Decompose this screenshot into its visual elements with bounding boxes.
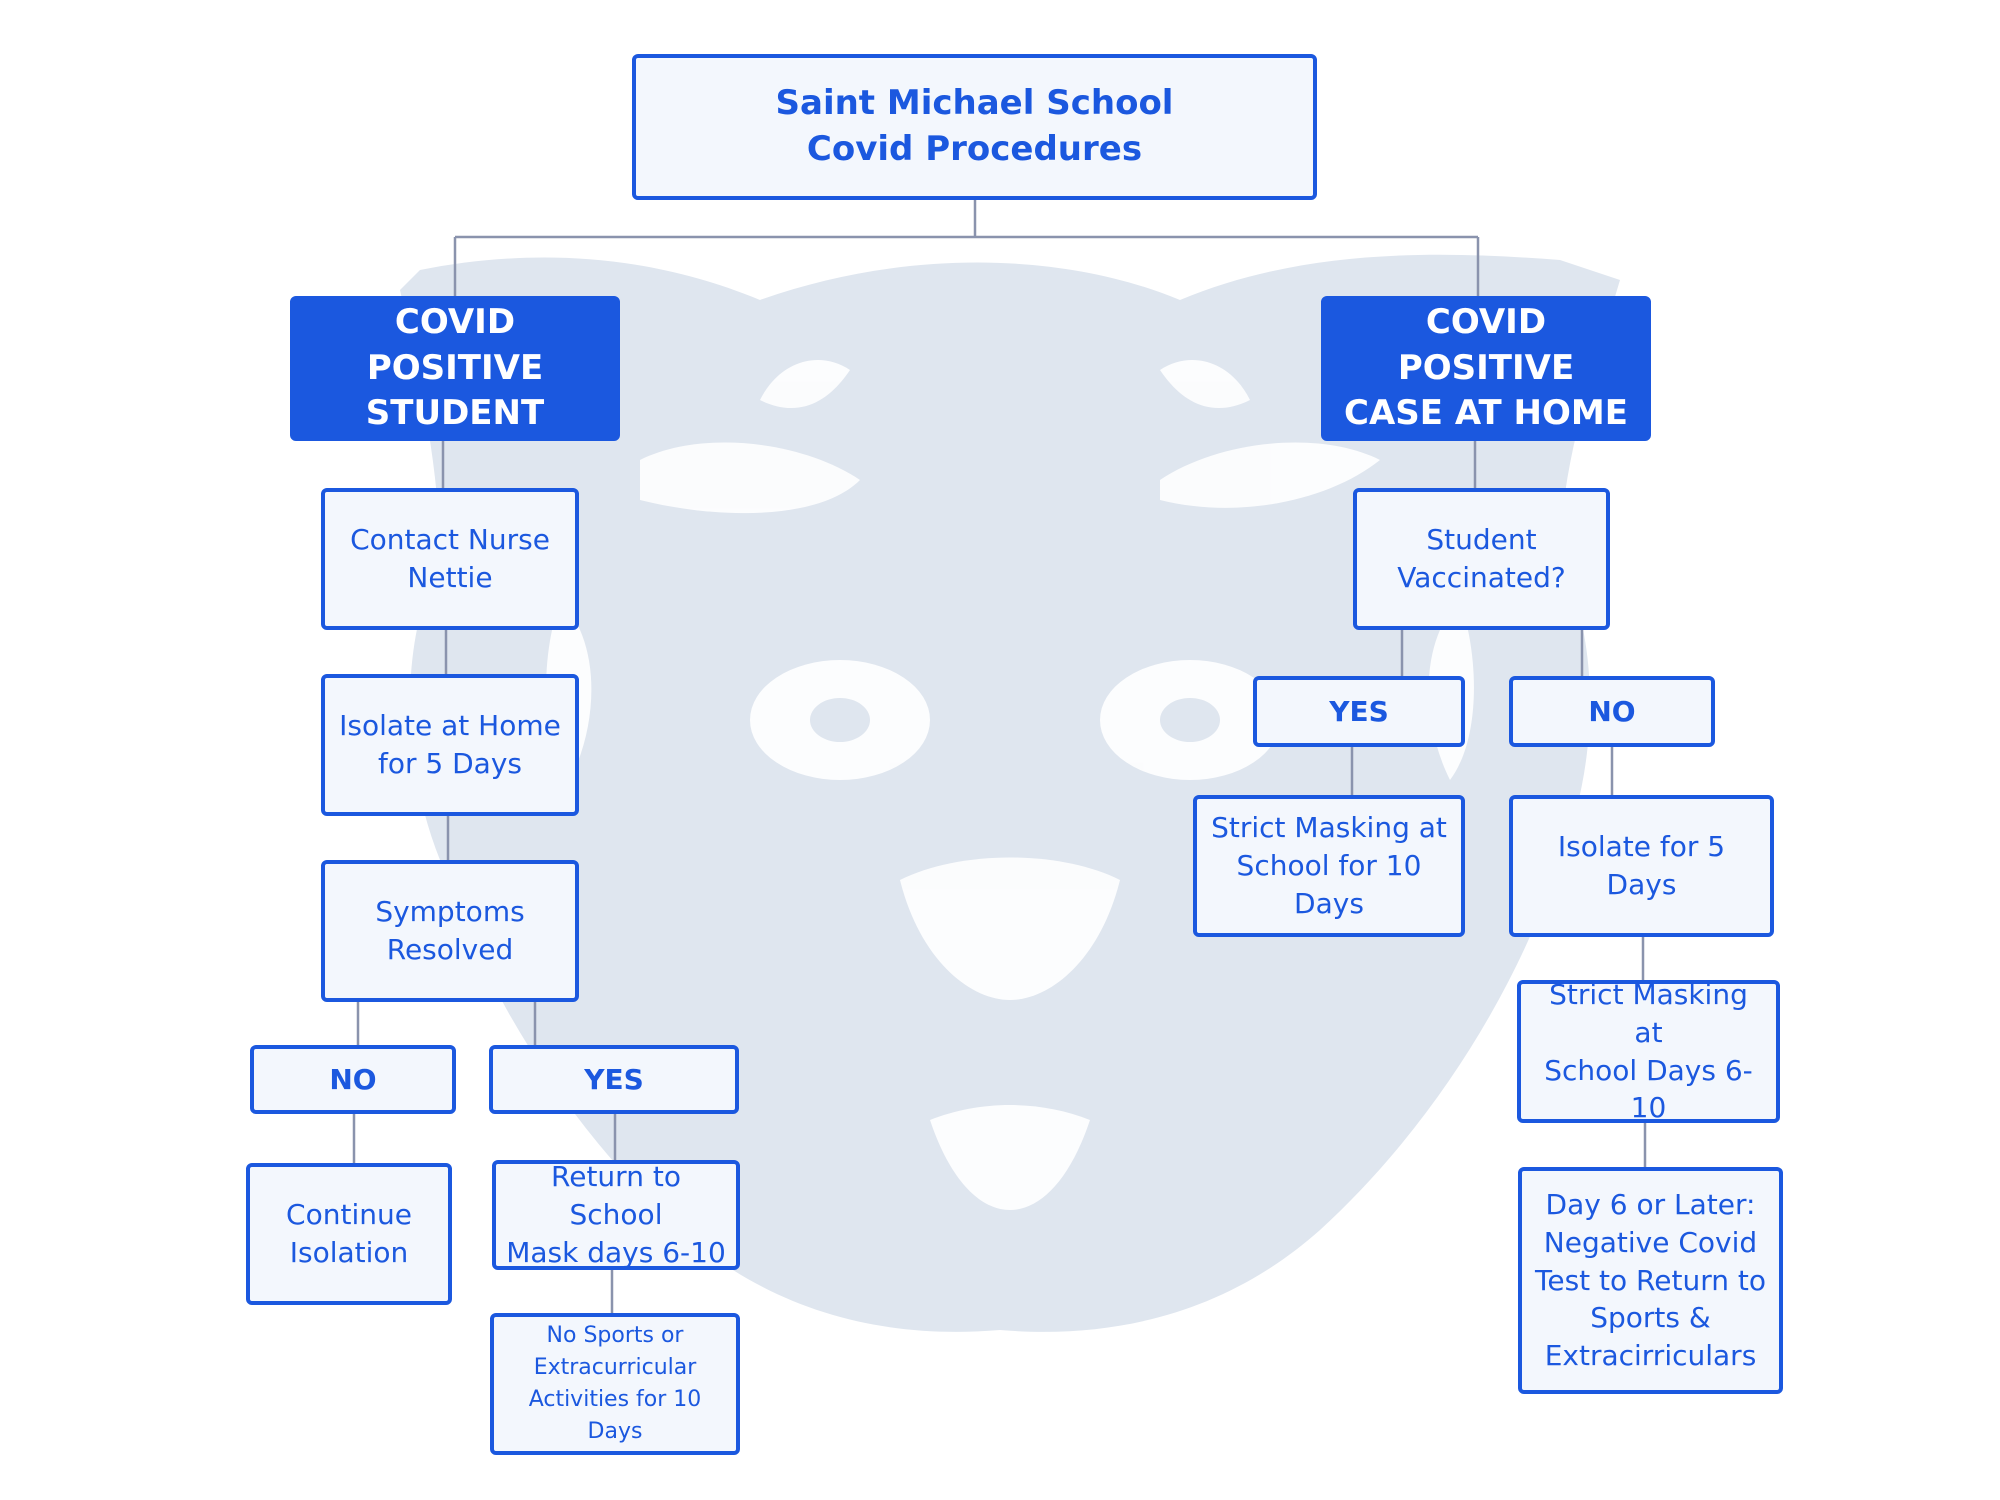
negative-test-return-step: Day 6 or Later: Negative Covid Test to R… bbox=[1518, 1167, 1783, 1394]
left-yes-label: YES bbox=[489, 1045, 739, 1114]
diagram-title-box: Saint Michael School Covid Procedures bbox=[632, 54, 1317, 200]
connector-title-to-branches bbox=[453, 200, 1480, 296]
continue-isolation-result: Continue Isolation bbox=[246, 1163, 452, 1305]
strict-masking-10-days-result: Strict Masking at School for 10 Days bbox=[1193, 795, 1465, 937]
left-no-label: NO bbox=[250, 1045, 456, 1114]
right-yes-label: YES bbox=[1253, 676, 1465, 747]
return-to-school-result: Return to School Mask days 6-10 bbox=[492, 1160, 740, 1270]
contact-nurse-step: Contact Nurse Nettie bbox=[321, 488, 579, 630]
covid-positive-student-header: COVID POSITIVE STUDENT bbox=[290, 296, 620, 441]
diagram-title: Saint Michael School Covid Procedures bbox=[775, 83, 1174, 169]
student-vaccinated-question: Student Vaccinated? bbox=[1353, 488, 1610, 630]
no-sports-note: No Sports or Extracurricular Activities … bbox=[490, 1313, 740, 1455]
strict-masking-days-6-10-step: Strict Masking at School Days 6-10 bbox=[1517, 978, 1780, 1124]
covid-positive-case-at-home-header: COVID POSITIVE CASE AT HOME bbox=[1321, 296, 1651, 441]
isolate-at-home-step: Isolate at Home for 5 Days bbox=[321, 674, 579, 816]
isolate-5-days-step: Isolate for 5 Days bbox=[1509, 795, 1774, 937]
symptoms-resolved-question: Symptoms Resolved bbox=[321, 860, 579, 1002]
right-no-label: NO bbox=[1509, 676, 1715, 747]
